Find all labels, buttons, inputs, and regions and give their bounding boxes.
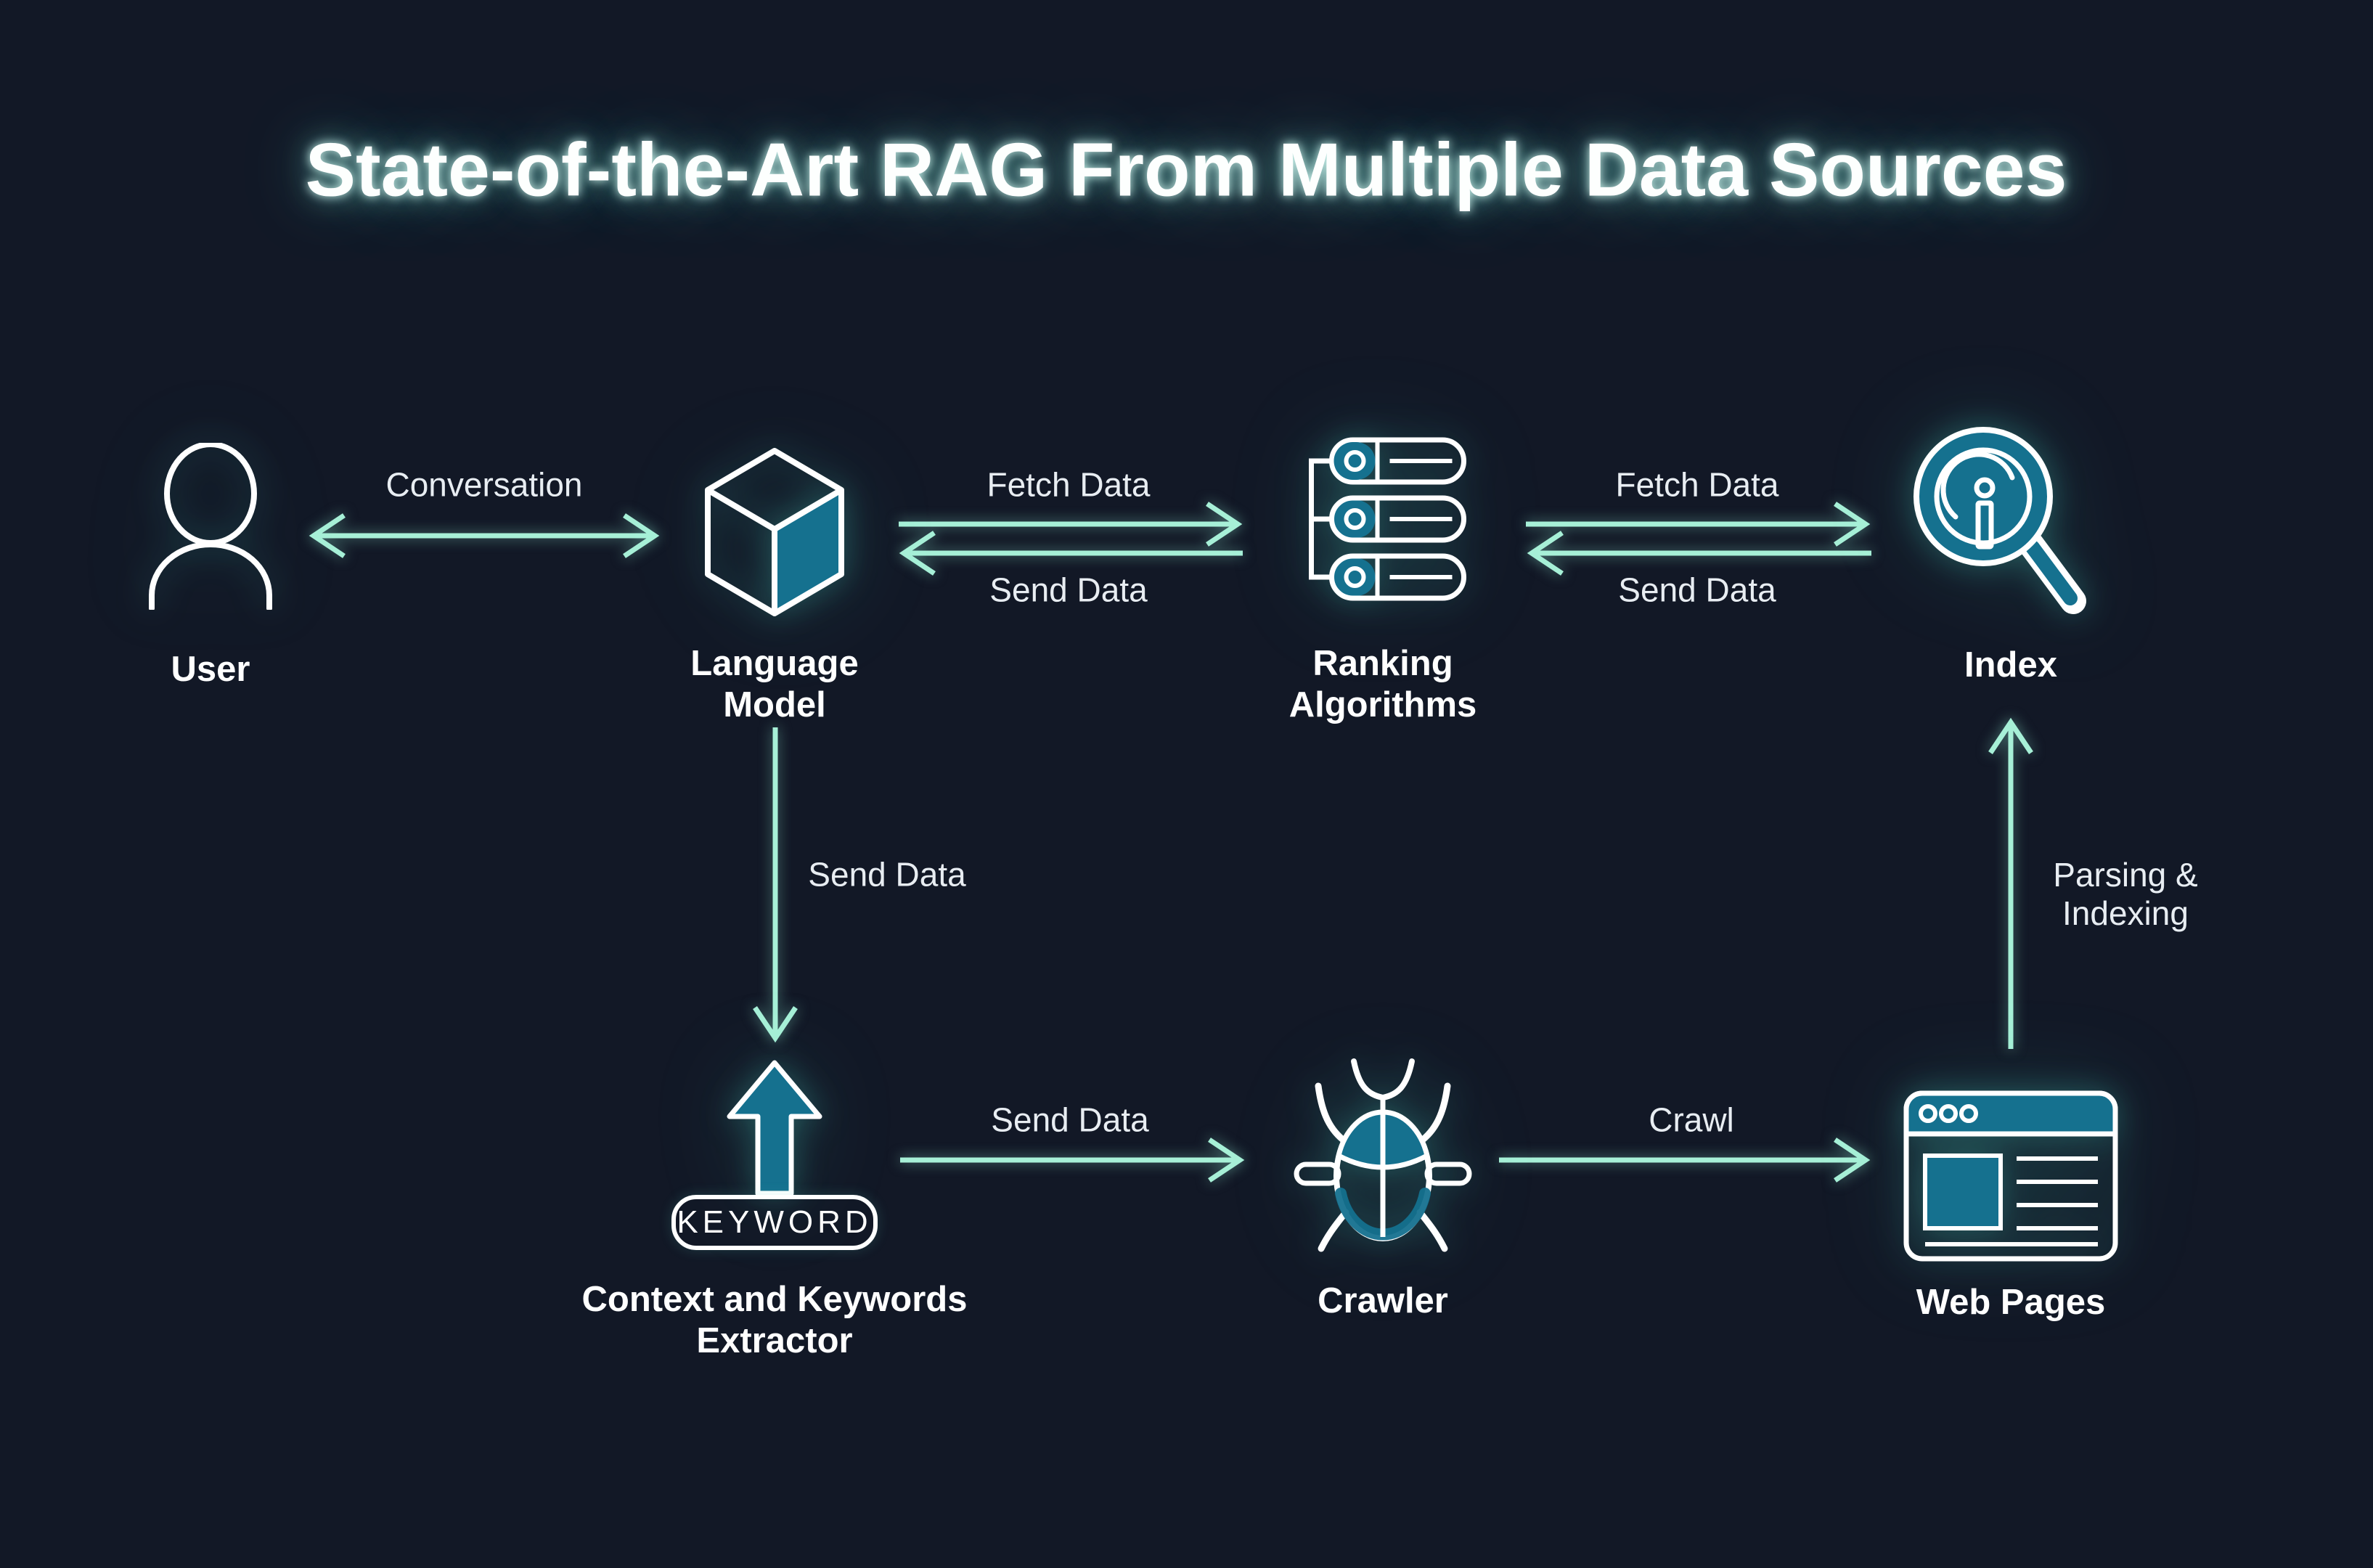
send-data-arrow-lm-extractor — [753, 727, 798, 1043]
arrow-up-icon — [727, 1060, 822, 1196]
index-label: Index — [1964, 645, 2057, 685]
conversation-arrow — [309, 513, 660, 558]
send-data-arrow-index-ra — [1527, 531, 1871, 576]
edge-label-send-data-down: Send Data — [808, 855, 966, 894]
send-data-arrow-ra-lm — [899, 531, 1243, 576]
parsing-indexing-arrow-web-index — [1988, 717, 2033, 1049]
edge-label-send-data-2: Send Data — [1618, 571, 1776, 609]
edge-label-parsing-indexing: Parsing & Indexing — [2053, 856, 2198, 932]
web-pages-label: Web Pages — [1916, 1283, 2106, 1322]
edge-label-send-data-3: Send Data — [991, 1101, 1149, 1139]
edge-label-fetch-data-2: Fetch Data — [1615, 465, 1779, 504]
edge-label-crawl: Crawl — [1649, 1101, 1734, 1139]
edge-label-send-data-1: Send Data — [989, 571, 1148, 609]
page-title: State-of-the-Art RAG From Multiple Data … — [305, 128, 2067, 213]
browser-window-icon — [1903, 1090, 2118, 1262]
edge-label-conversation: Conversation — [385, 465, 583, 504]
fetch-data-arrow-lm-ra — [899, 502, 1243, 547]
crawler-label: Crawler — [1318, 1281, 1448, 1320]
ranking-algorithms-label: Ranking Algorithms — [1288, 644, 1477, 724]
fetch-data-arrow-ra-index — [1526, 502, 1871, 547]
extractor-label: Context and Keywords Extractor — [581, 1280, 968, 1360]
send-data-arrow-extractor-crawler — [900, 1138, 1245, 1183]
cube-icon — [705, 448, 844, 616]
bug-icon — [1294, 1058, 1472, 1252]
magnifier-info-icon — [1913, 427, 2086, 614]
user-icon — [149, 443, 272, 610]
language-model-label: Language Model — [690, 644, 859, 724]
keyword-badge: KEYWORD — [671, 1195, 878, 1250]
server-list-icon — [1309, 437, 1466, 601]
crawl-arrow-crawler-web — [1499, 1138, 1871, 1183]
edge-label-fetch-data-1: Fetch Data — [987, 465, 1151, 504]
user-label: User — [171, 650, 250, 689]
